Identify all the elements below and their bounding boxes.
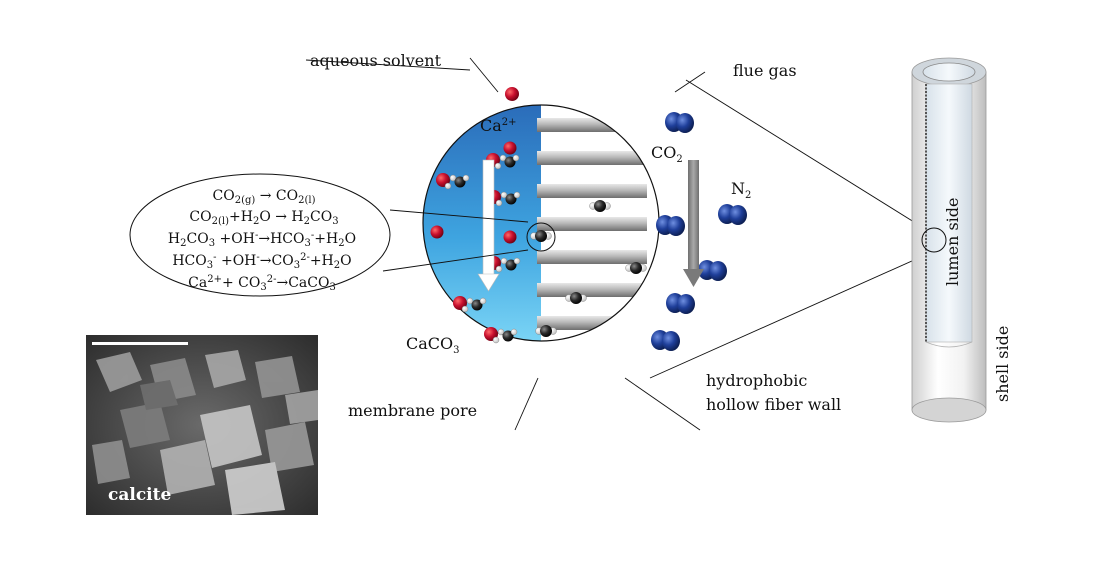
gas-flow-arrow [683,160,704,287]
sem-micrograph: calcite [86,335,318,515]
shell-side-label: shell side [993,326,1012,402]
aqueous-solvent-label: aqueous solvent [310,51,442,70]
hollow-fiber-wall-label: hollow fiber wall [706,395,841,414]
hydrophobic-label: hydrophobic [706,371,807,390]
leader-lines [305,57,933,431]
calcium-ion-label: Ca2+ [480,116,517,135]
zoom-circle [422,104,660,342]
calcite-label: calcite [108,485,171,505]
reaction-carbonate: HCO3- +OH-→CO32-+H2O [172,252,351,271]
flue-gas-label: flue gas [733,61,797,80]
lumen-side-label: lumen side [943,198,962,287]
caco3-label: CaCO3 [406,334,460,356]
n2-label: N2 [731,179,751,201]
pore-highlight-circle [526,222,556,252]
reaction-ellipse: CO2(g) → CO2(l) CO2(l)+H2O → H2CO3 H2CO3… [129,173,391,297]
reaction-bicarbonate: H2CO3 +OH-→HCO3-+H2O [168,230,356,249]
fiber-wall-highlight [921,227,947,253]
calcium-ion-icon [430,87,519,244]
aqueous-solvent-region [423,105,541,341]
hollow-fiber-tube-icon [911,57,987,423]
co2-label: CO2 [651,143,683,165]
solvent-flow-arrow [477,159,500,292]
membrane-pore-label: membrane pore [348,401,477,420]
reaction-precipitation: Ca2++ CO32-→CaCO3 [188,274,336,293]
